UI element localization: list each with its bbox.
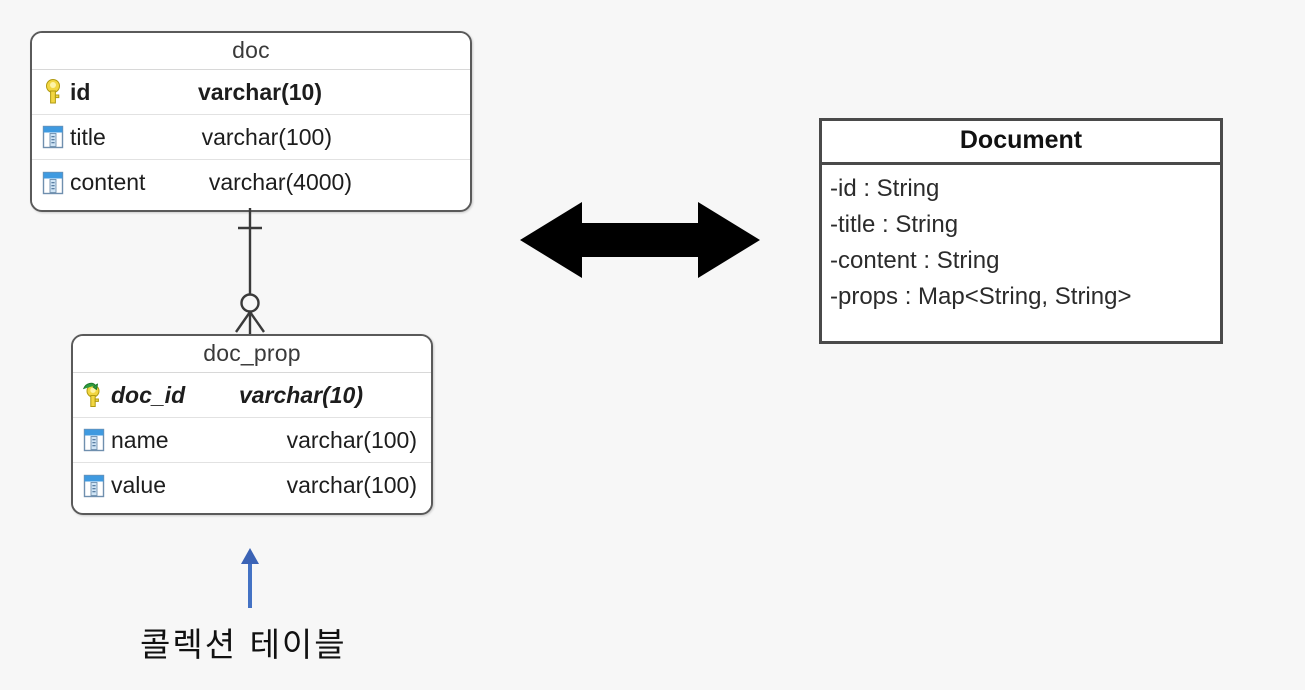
column-icon: [73, 474, 111, 498]
column-icon: [32, 171, 70, 195]
er-column-type: varchar(10): [238, 381, 363, 408]
er-column-name: title: [70, 123, 106, 150]
uml-attribute: -title : String: [830, 211, 959, 238]
double-headed-arrow-icon: [520, 202, 760, 278]
er-table-doc-prop-row-doc-id[interactable]: doc_id varchar(10): [73, 373, 431, 418]
uml-class-document[interactable]: Document -id : String -title : String -c…: [819, 118, 1223, 344]
er-table-doc-prop-row-value[interactable]: value varchar(100): [73, 463, 431, 508]
relationship-one-to-many-crowsfoot: [235, 208, 265, 334]
er-column-type: varchar(100): [201, 123, 332, 150]
primary-key-icon: [32, 79, 70, 105]
column-icon: [73, 428, 111, 452]
primary-foreign-key-icon: [73, 381, 111, 409]
er-column-type: varchar(4000): [208, 169, 352, 195]
er-table-doc-prop-row-name[interactable]: name varchar(100): [73, 418, 431, 463]
uml-attribute: -content : String: [830, 247, 1000, 274]
er-column-name: id: [70, 78, 91, 105]
er-table-doc-row-id[interactable]: id varchar(10): [32, 70, 470, 115]
uml-attribute-list: -id : String -title : String -content : …: [822, 165, 1220, 323]
er-column-name: value: [111, 472, 166, 498]
er-table-doc-title: doc: [32, 33, 470, 70]
er-column-name: doc_id: [111, 381, 186, 408]
er-table-doc-prop-title: doc_prop: [73, 336, 431, 373]
er-column-name: content: [70, 169, 146, 195]
column-icon: [32, 125, 70, 149]
er-column-type: varchar(10): [197, 78, 322, 105]
er-table-doc-row-content[interactable]: content varchar(4000): [32, 160, 470, 205]
uml-class-title: Document: [822, 121, 1220, 165]
annotation-label-collection-table: 콜렉션 테이블: [140, 625, 347, 664]
er-table-doc[interactable]: doc id varchar(10): [30, 31, 472, 212]
er-column-type: varchar(100): [286, 426, 417, 453]
uml-attribute: -id : String: [830, 175, 940, 202]
uml-attribute: -props : Map<String, String>: [830, 283, 1132, 310]
er-column-type: varchar(100): [286, 472, 417, 498]
er-table-doc-prop[interactable]: doc_prop doc_id varchar(10): [71, 334, 433, 515]
annotation-arrow-icon: [241, 548, 259, 608]
er-table-doc-row-title[interactable]: title varchar(100): [32, 115, 470, 160]
er-column-name: name: [111, 426, 169, 453]
